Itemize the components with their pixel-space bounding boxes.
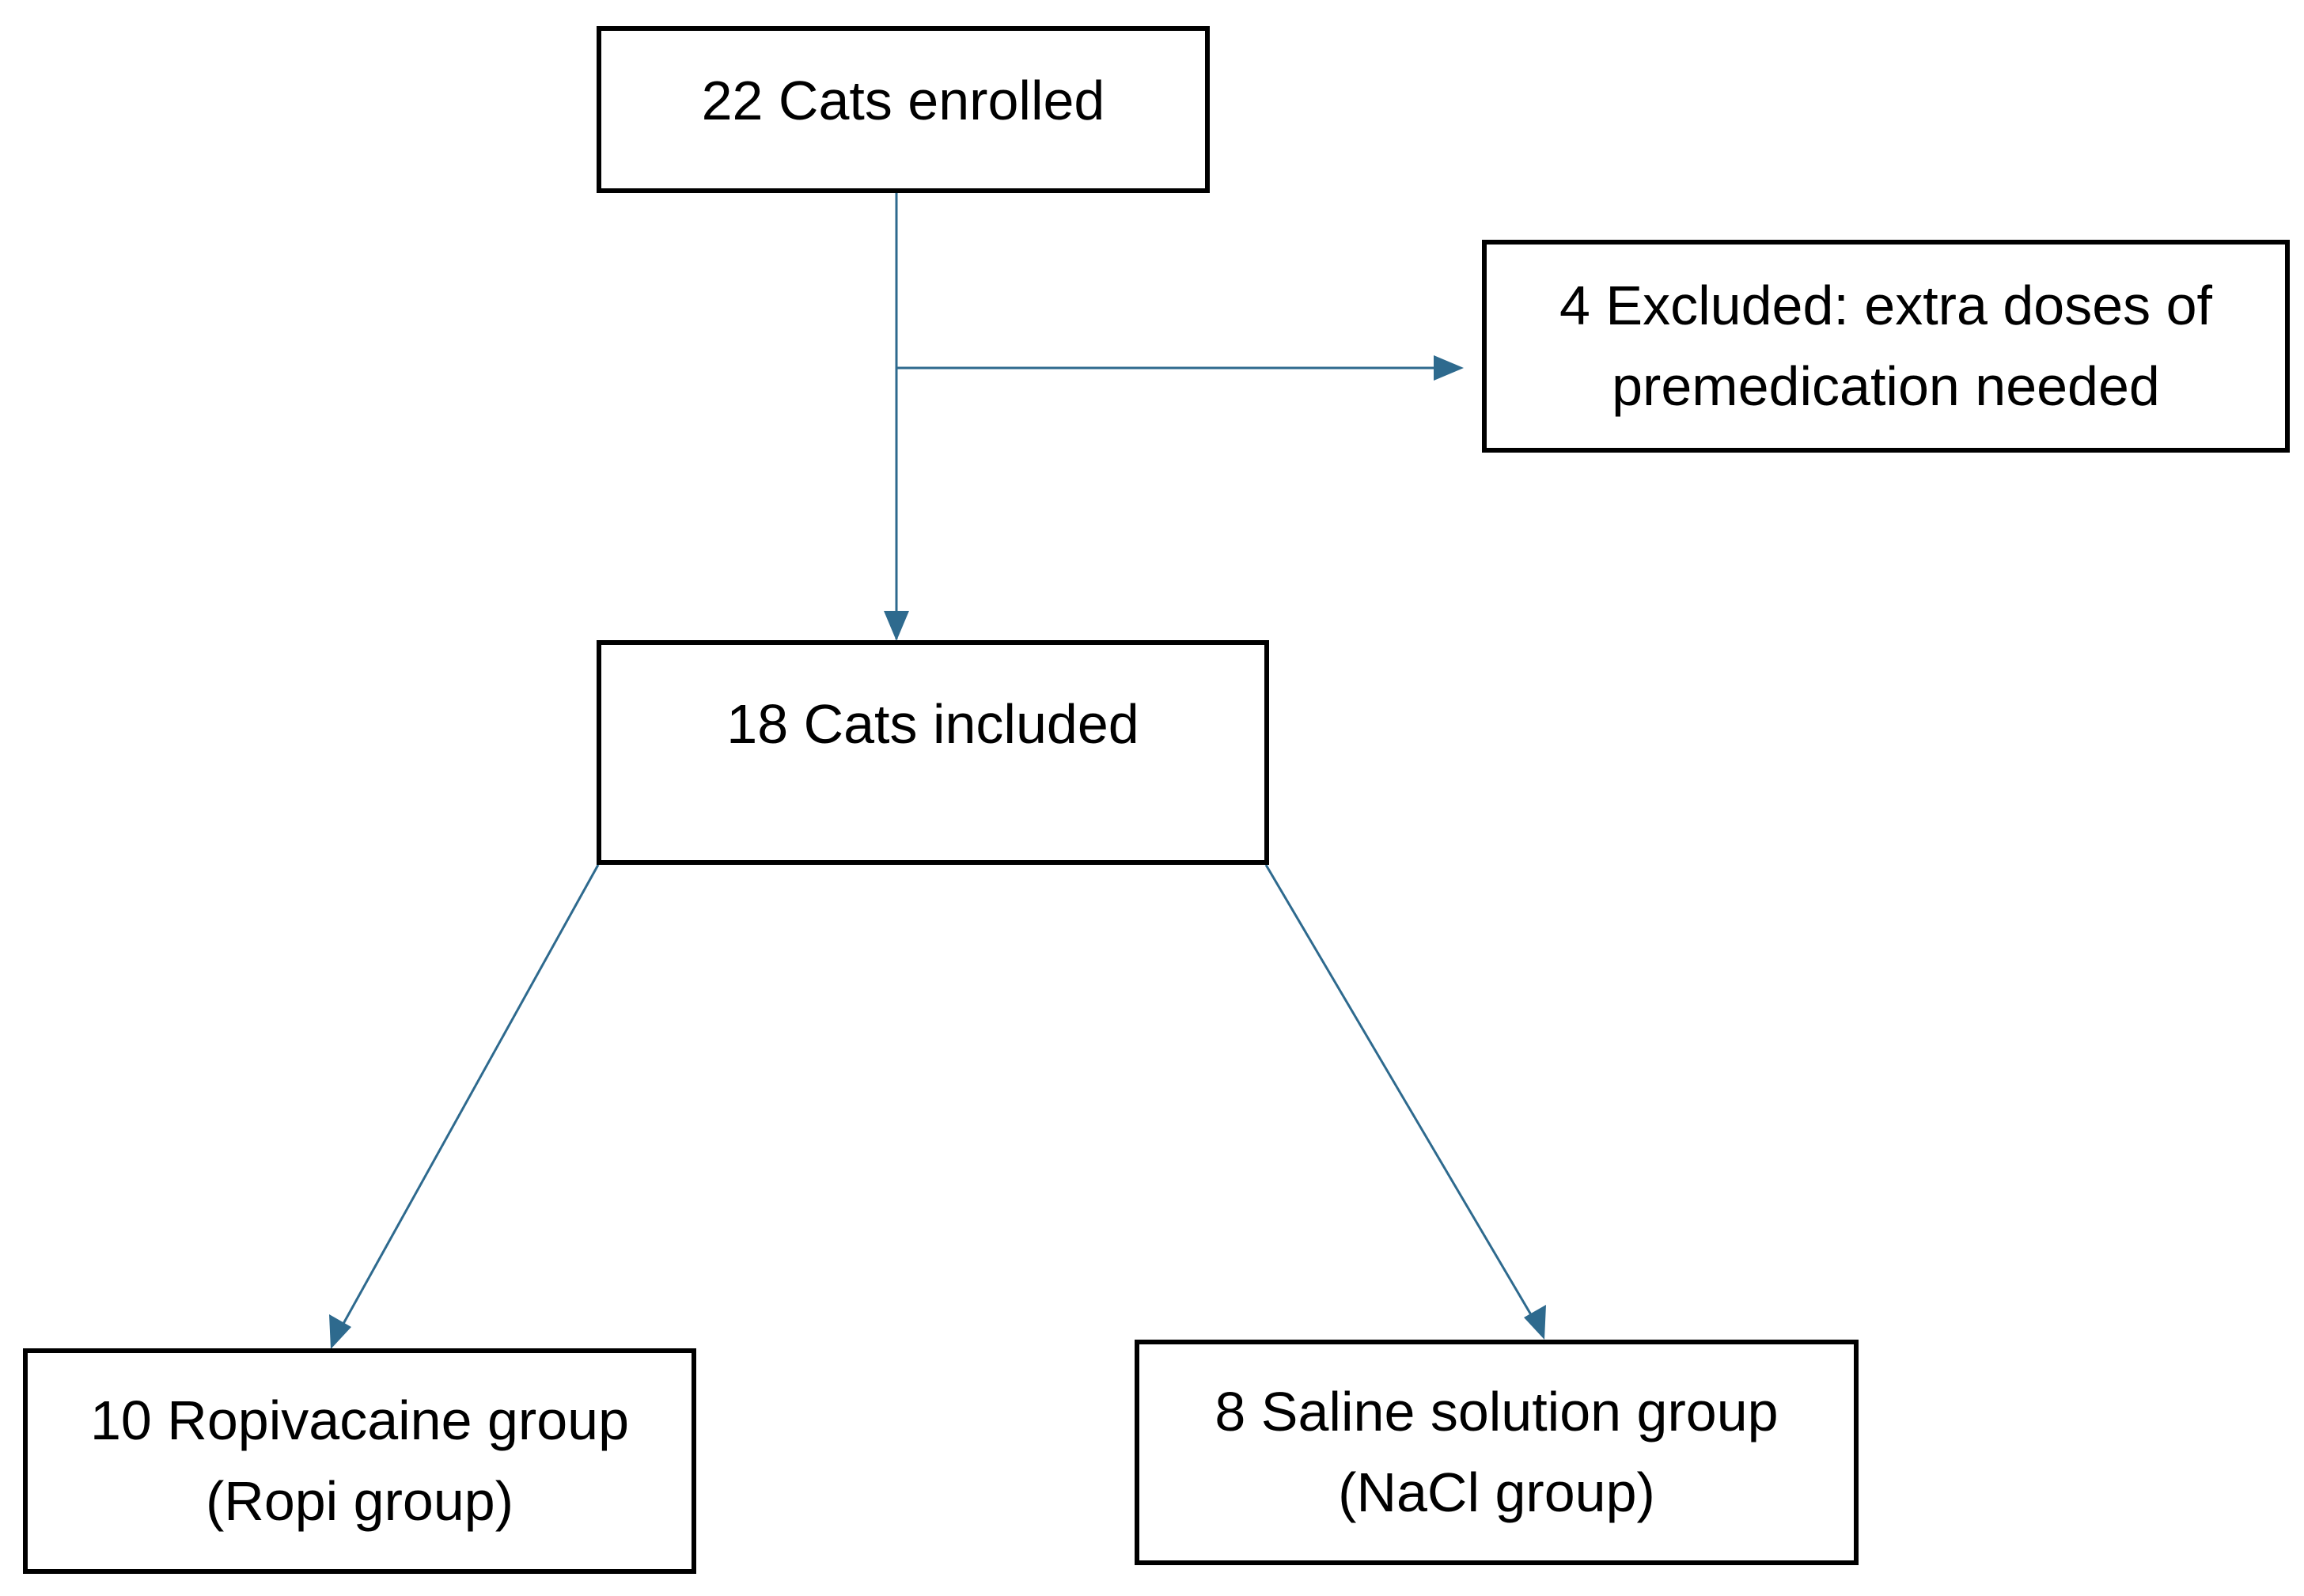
- saline-group-label-line1: 8 Saline solution group: [1215, 1381, 1779, 1442]
- arrowhead-included: [884, 611, 909, 641]
- included-box: 18 Cats included: [597, 640, 1269, 865]
- arrow-included-to-nacl: [1264, 864, 1537, 1322]
- excluded-box: 4 Excluded: extra doses of premedication…: [1482, 240, 2290, 453]
- enrolled-label: 22 Cats enrolled: [701, 70, 1105, 131]
- arrowhead-ropi: [329, 1314, 351, 1349]
- arrowhead-excluded: [1434, 355, 1464, 381]
- saline-group-label-line2: (NaCl group): [1338, 1461, 1655, 1523]
- arrowhead-nacl: [1524, 1305, 1546, 1340]
- excluded-label-line1: 4 Excluded: extra doses of: [1559, 275, 2212, 336]
- ropivacaine-group-box: 10 Ropivacaine group (Ropi group): [23, 1348, 696, 1574]
- excluded-label-line2: premedication needed: [1612, 354, 2160, 417]
- included-label: 18 Cats included: [726, 693, 1139, 755]
- saline-group-box: 8 Saline solution group (NaCl group): [1135, 1340, 1859, 1565]
- ropivacaine-group-label-line2: (Ropi group): [205, 1469, 514, 1532]
- enrolled-box: 22 Cats enrolled: [597, 26, 1210, 193]
- ropivacaine-group-label-line1: 10 Ropivacaine group: [89, 1389, 630, 1451]
- arrow-included-to-ropi: [339, 864, 600, 1330]
